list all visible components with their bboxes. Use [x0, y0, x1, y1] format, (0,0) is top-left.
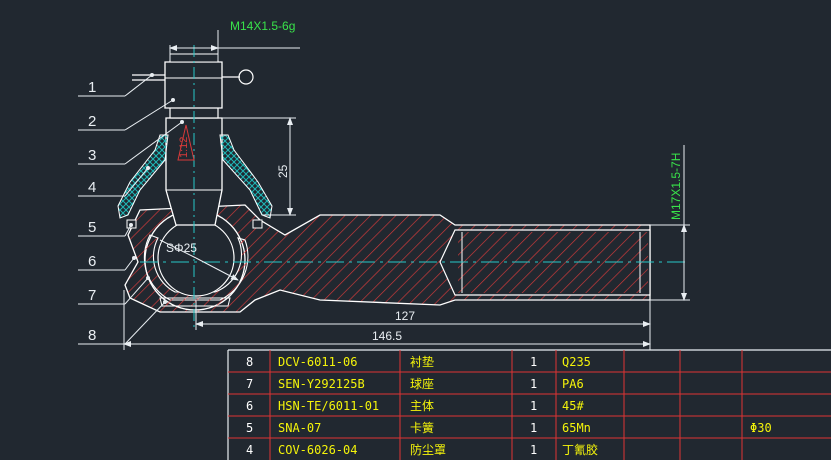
svg-text:2: 2 [88, 113, 96, 130]
dim-146-5-label: 146.5 [372, 329, 402, 343]
svg-text:6: 6 [88, 253, 96, 270]
svg-text:丁氰胶: 丁氰胶 [562, 442, 598, 457]
leader-5: 5 [78, 219, 133, 237]
svg-text:衬垫: 衬垫 [410, 354, 434, 369]
svg-text:卡簧: 卡簧 [410, 420, 434, 435]
svg-text:1: 1 [530, 399, 537, 413]
svg-text:3: 3 [88, 147, 96, 164]
circlip-right [252, 219, 263, 229]
leader-6: 6 [78, 253, 136, 271]
svg-text:防尘罩: 防尘罩 [410, 442, 446, 457]
leader-1: 1 [78, 73, 154, 97]
dim-127-label: 127 [395, 309, 415, 323]
svg-text:4: 4 [246, 443, 253, 457]
dimension-height-25: 25 [222, 117, 296, 216]
dimension-right-thread: M17X1.5-7H [650, 145, 690, 301]
dimension-sphere: SΦ25 [159, 239, 239, 281]
bom-row: 4 COV-6026-04 防尘罩 1 丁氰胶 [246, 442, 598, 457]
svg-text:65Mn: 65Mn [562, 421, 591, 435]
svg-text:DCV-6011-06: DCV-6011-06 [278, 355, 357, 369]
bom-row: 8 DCV-6011-06 衬垫 1 Q235 [246, 354, 591, 369]
ball-stud [132, 45, 254, 330]
leader-8: 8 [78, 300, 167, 345]
svg-text:球座: 球座 [410, 376, 434, 391]
svg-text:1: 1 [530, 443, 537, 457]
leader-3: 3 [78, 120, 184, 165]
svg-text:5: 5 [88, 219, 96, 236]
dimension-top-thread: M14X1.5-6g [169, 19, 300, 60]
svg-text:8: 8 [246, 355, 253, 369]
dimension-146-5: 146.5 [123, 290, 651, 350]
svg-text:Φ30: Φ30 [750, 421, 772, 435]
svg-text:SEN-Y292125B: SEN-Y292125B [278, 377, 365, 391]
svg-text:1: 1 [530, 355, 537, 369]
svg-text:COV-6026-04: COV-6026-04 [278, 443, 357, 457]
svg-text:6: 6 [246, 399, 253, 413]
svg-text:8: 8 [88, 327, 96, 344]
dimension-127: 127 [195, 300, 651, 350]
leader-7: 7 [78, 276, 150, 305]
svg-text:1: 1 [530, 377, 537, 391]
taper-label: 1:12 [178, 137, 190, 158]
leader-2: 2 [78, 98, 175, 131]
sphere-label: SΦ25 [166, 241, 197, 255]
ball-seat [143, 234, 249, 301]
svg-text:PA6: PA6 [562, 377, 584, 391]
svg-text:7: 7 [88, 287, 96, 304]
thread-right-label: M17X1.5-7H [669, 153, 683, 220]
bom-table: 8 DCV-6011-06 衬垫 1 Q235 7 SEN-Y292125B 球… [227, 349, 831, 460]
dimension-taper: 1:12 [177, 124, 195, 161]
svg-text:45#: 45# [562, 399, 584, 413]
leader-4: 4 [78, 166, 150, 197]
bom-row: 5 SNA-07 卡簧 1 65Mn Φ30 [246, 420, 772, 435]
svg-text:4: 4 [88, 179, 96, 196]
svg-text:1: 1 [88, 79, 96, 96]
svg-text:SNA-07: SNA-07 [278, 421, 321, 435]
svg-text:1: 1 [530, 421, 537, 435]
bom-row: 7 SEN-Y292125B 球座 1 PA6 [246, 376, 584, 391]
part-leaders: 1 2 3 4 5 6 [78, 73, 184, 345]
bom-row: 6 HSN-TE/6011-01 主体 1 45# [246, 399, 584, 413]
thread-top-label: M14X1.5-6g [230, 19, 295, 33]
cotter-pin [132, 74, 240, 81]
svg-text:HSN-TE/6011-01: HSN-TE/6011-01 [278, 399, 379, 413]
svg-text:7: 7 [246, 377, 253, 391]
svg-text:Q235: Q235 [562, 355, 591, 369]
dim-25-label: 25 [276, 164, 290, 178]
liner [159, 297, 231, 307]
svg-text:主体: 主体 [410, 399, 434, 413]
svg-text:5: 5 [246, 421, 253, 435]
